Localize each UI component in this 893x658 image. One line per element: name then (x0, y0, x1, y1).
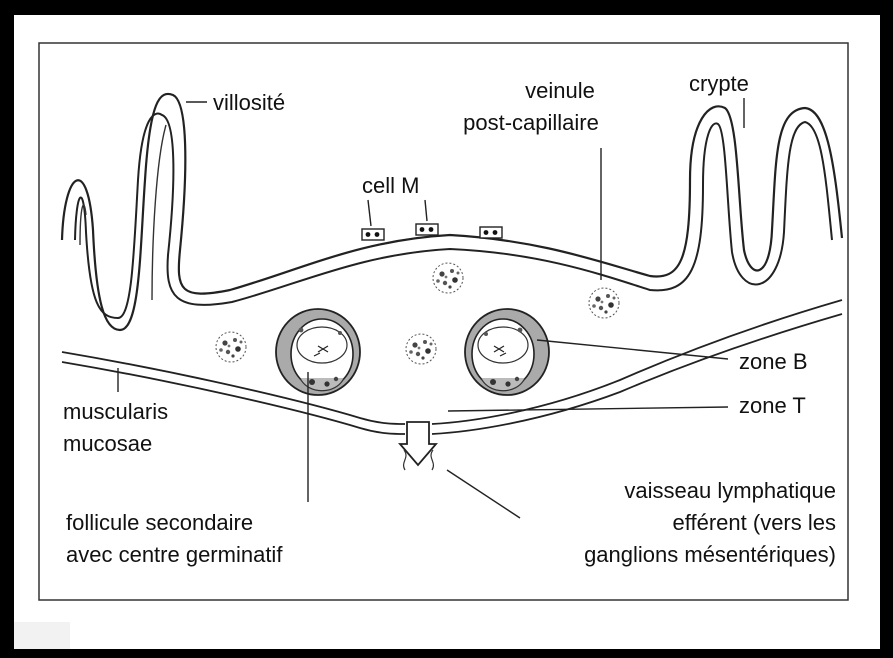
cell-cluster (406, 334, 436, 364)
label-zone-t: zone T (739, 393, 806, 418)
label-vaisseau-2: efférent (vers les (673, 510, 836, 535)
muscularis-mucosae-top (62, 300, 842, 424)
label-crypte: crypte (689, 71, 749, 96)
label-follicule-2: avec centre germinatif (66, 542, 283, 567)
label-vaisseau-3: ganglions mésentériques) (584, 542, 836, 567)
label-vaisseau-1: vaisseau lymphatique (624, 478, 836, 503)
follicle-right (465, 309, 549, 395)
label-cell-m: cell M (362, 173, 419, 198)
label-muscularis-1: muscularis (63, 399, 168, 424)
label-veinule-2: post-capillaire (463, 110, 599, 135)
m-cells (362, 224, 502, 240)
cell-cluster (216, 332, 246, 362)
efferent-arrow (400, 422, 436, 470)
label-veinule-1: veinule (525, 78, 595, 103)
label-villosite: villosité (213, 90, 285, 115)
cell-cluster (589, 288, 619, 318)
cell-cluster (433, 263, 463, 293)
label-muscularis-2: mucosae (63, 431, 152, 456)
label-follicule-1: follicule secondaire (66, 510, 253, 535)
follicle-left (276, 309, 360, 395)
villus-core-1 (152, 125, 166, 300)
epithelium-outer-contour (62, 94, 842, 330)
label-zone-b: zone B (739, 349, 808, 374)
